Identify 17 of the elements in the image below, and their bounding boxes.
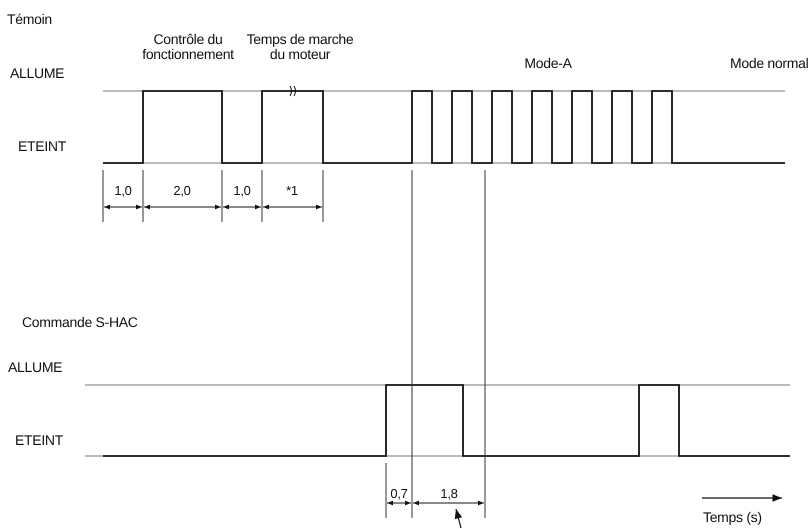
dimension-value: 0,7 (390, 486, 408, 501)
mode-label: Mode-A (524, 56, 572, 71)
level-label: ETEINT (18, 139, 66, 154)
dimension-value: 1,0 (233, 183, 251, 198)
dimension-value: 1,0 (114, 183, 132, 198)
chart-title: Témoin (7, 12, 52, 27)
chart-title: Commande S-HAC (22, 315, 138, 330)
dimension-value: 1,8 (440, 486, 458, 501)
phase-label: Contrôle du fonctionnement (141, 32, 235, 62)
axis-label: Temps (s) (703, 510, 762, 525)
level-label: ALLUME (8, 360, 62, 375)
mode-label: Mode normal (730, 56, 808, 71)
dimension-value: 2,0 (173, 183, 191, 198)
phase-label: Temps de marche du moteur (246, 32, 354, 62)
dimension-value: *1 (286, 183, 298, 198)
level-label: ETEINT (15, 433, 63, 448)
level-label: ALLUME (10, 66, 64, 81)
